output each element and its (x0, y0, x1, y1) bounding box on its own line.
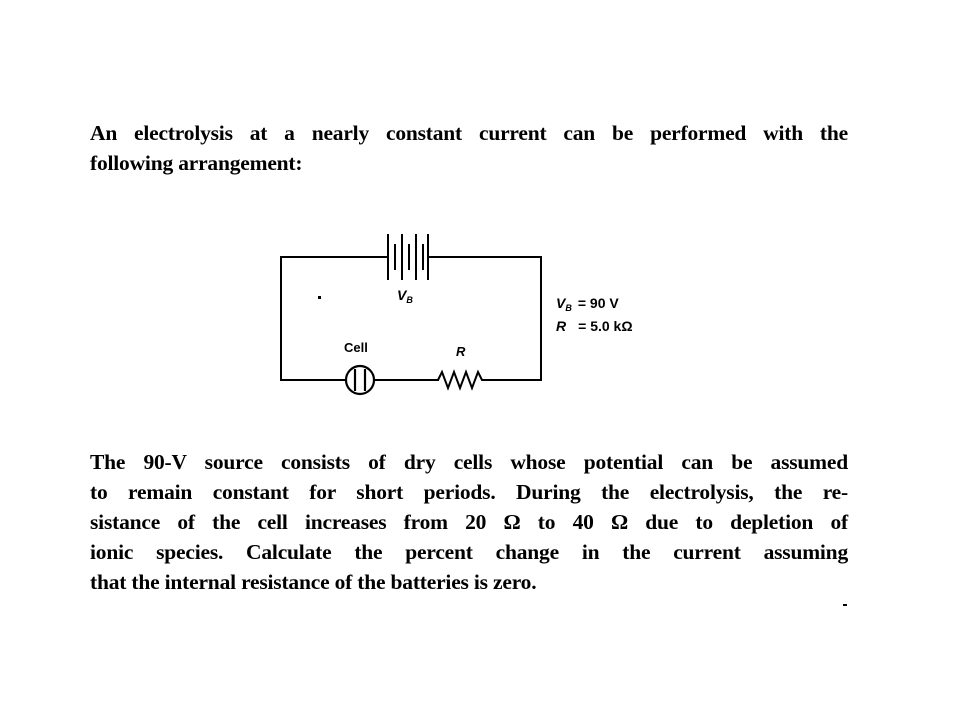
battery-icon (387, 234, 429, 280)
problem-line: The 90-V source consists of dry cells wh… (90, 450, 848, 474)
intro-paragraph: An electrolysis at a nearly constant cur… (90, 118, 848, 178)
problem-line: sistance of the cell increases from 20 Ω… (90, 510, 848, 534)
problem-line: that the internal resistance of the batt… (90, 570, 537, 594)
battery-label: VB (397, 287, 413, 305)
scan-speck (318, 296, 321, 299)
cell-icon (344, 364, 376, 396)
intro-line: An electrolysis at a nearly constant cur… (90, 121, 848, 145)
legend-voltage: VB= 90 V (556, 295, 619, 313)
intro-line: following arrangement: (90, 151, 303, 175)
problem-line: to remain constant for short periods. Du… (90, 480, 848, 504)
legend-resistance: R= 5.0 kΩ (556, 318, 633, 334)
cell-label: Cell (344, 340, 368, 355)
problem-line: ionic species. Calculate the percent cha… (90, 540, 848, 564)
scan-speck (843, 604, 847, 606)
problem-paragraph: The 90-V source consists of dry cells wh… (90, 447, 848, 597)
resistor-icon (437, 369, 486, 391)
resistor-label: R (456, 344, 466, 359)
